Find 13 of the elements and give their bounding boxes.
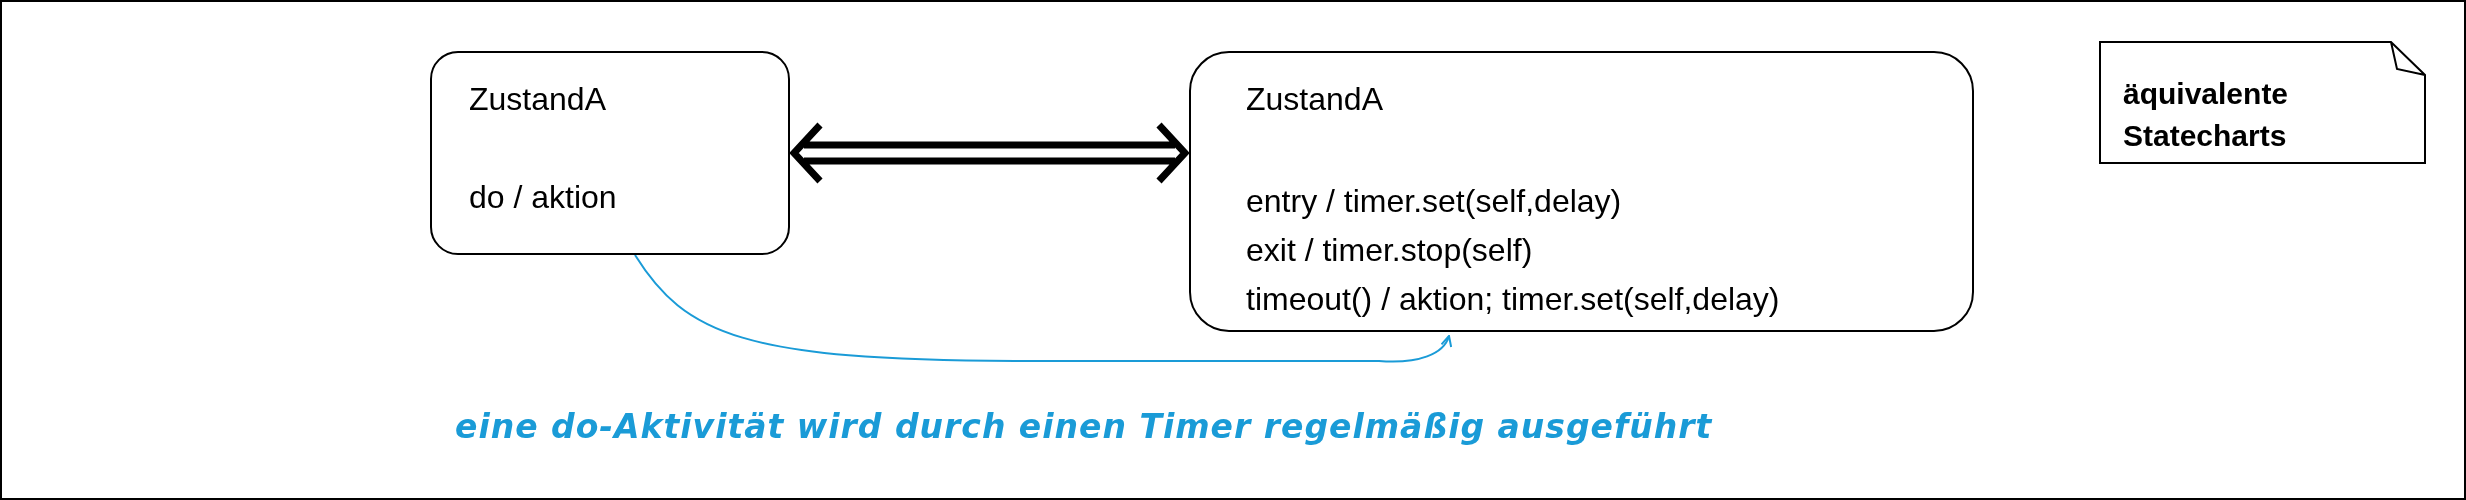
state-box	[430, 51, 790, 255]
state-action: timeout() / aktion; timer.set(self,delay)	[1246, 280, 1781, 319]
state-name: ZustandA	[1246, 80, 1384, 119]
annotation-text: eine do-Aktivität wird durch einen Timer regelmäßig ausgeführt	[455, 406, 1713, 448]
state-action: do / aktion	[469, 178, 618, 217]
state-box	[1189, 51, 1974, 332]
arrow	[634, 254, 1452, 363]
state-action: exit / timer.stop(self)	[1246, 231, 1534, 270]
state-name: ZustandA	[469, 80, 607, 119]
double-arrow	[789, 121, 1190, 185]
state-action: entry / timer.set(self,delay)	[1246, 182, 1623, 221]
note-text: äquivalente Statecharts	[2123, 76, 2290, 154]
note-box	[2099, 41, 2426, 164]
